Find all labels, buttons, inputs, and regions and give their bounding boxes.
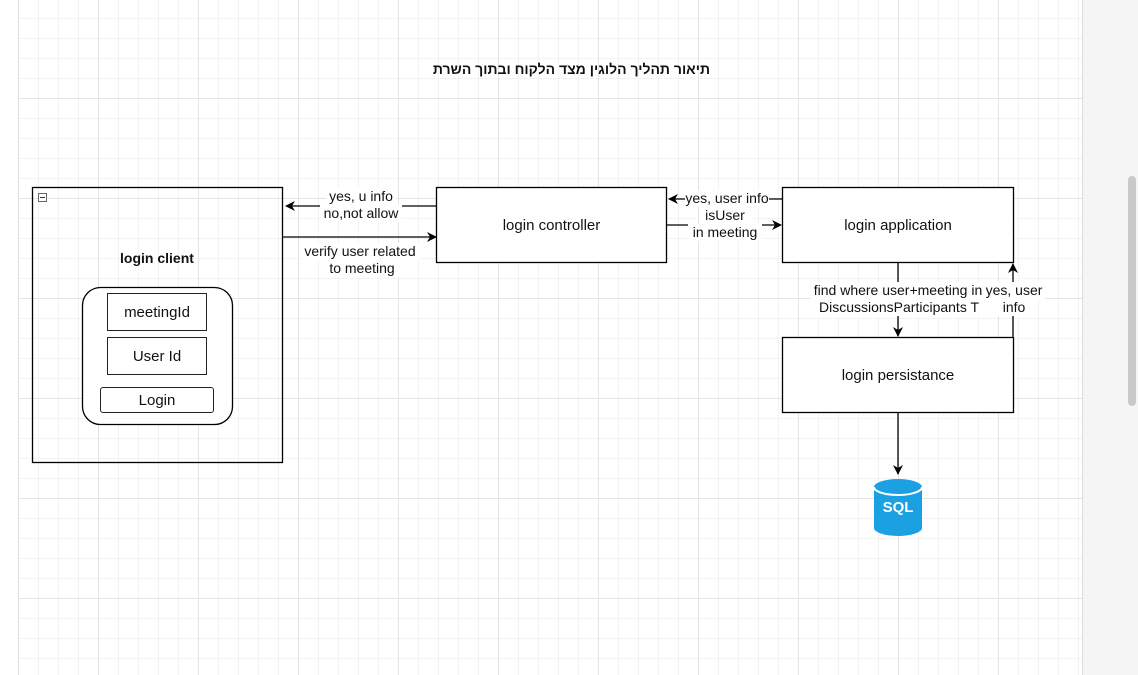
login-application-box[interactable] (781, 186, 1015, 264)
edge-label-controller-to-client-1: yes, u info (326, 188, 396, 205)
canvas-left-margin (0, 0, 19, 675)
login-persistance-box[interactable] (781, 336, 1015, 414)
login-client-title: login client (120, 250, 194, 266)
edge-label-controller-to-application-1: isUser (699, 207, 751, 224)
edge-label-persistance-to-application-1: yes, user (983, 282, 1045, 299)
vertical-scrollbar[interactable] (1128, 176, 1136, 406)
login-button[interactable]: Login (100, 387, 214, 413)
login-controller-box[interactable] (435, 186, 668, 264)
page-title: תיאור תהליך הלוגין מצד הלקוח ובתוך השרת (432, 61, 710, 77)
edge-label-persistance-to-application-2: info (997, 299, 1031, 316)
edge-label-client-to-controller-2: to meeting (322, 260, 402, 277)
sql-label: SQL (882, 499, 914, 516)
edge-label-client-to-controller-1: verify user related (300, 243, 420, 260)
user-id-field[interactable]: User Id (107, 337, 207, 375)
sql-database-icon[interactable] (873, 479, 923, 536)
edge-label-application-to-persistance-1: find where user+meeting in (811, 282, 985, 299)
edge-label-application-to-persistance-2: DiscussionsParticipants T (816, 299, 982, 316)
edge-label-controller-to-application-2: in meeting (688, 224, 762, 241)
login-persistance-label: login persistance (841, 366, 955, 384)
login-application-label: login application (844, 216, 952, 234)
collapse-icon[interactable] (38, 193, 47, 202)
login-client-container[interactable] (31, 186, 284, 464)
login-controller-label: login controller (502, 216, 601, 234)
edge-label-controller-to-client-2: no,not allow (320, 205, 402, 222)
edge-label-application-to-controller: yes, user info (685, 190, 769, 207)
meeting-id-field[interactable]: meetingId (107, 293, 207, 331)
